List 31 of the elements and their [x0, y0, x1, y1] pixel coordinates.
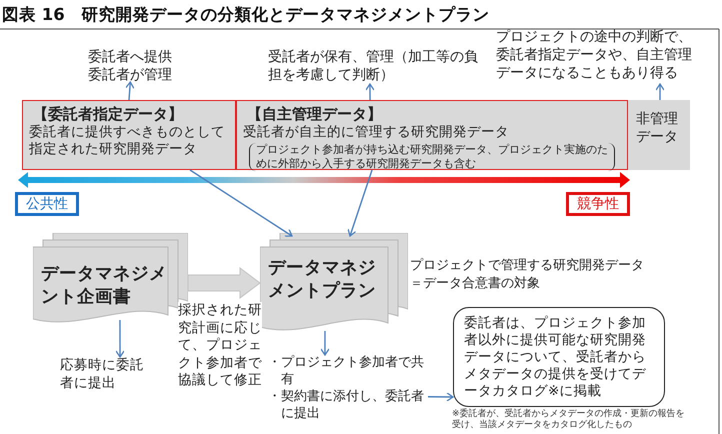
arrow	[190, 169, 293, 237]
footnote: ※委託者が、受託者からメタデータの作成・更新の報告を受け、当該メタデータをカタログ化したもの	[452, 409, 686, 431]
arrow	[125, 81, 134, 100]
box-heading: 【委託者指定データ】	[33, 105, 184, 124]
scale-end-box: 公共性	[15, 192, 79, 216]
arrow	[320, 331, 330, 356]
arrow	[115, 320, 125, 358]
data-category-box	[22, 100, 236, 170]
annotation-text: 受託者が保有、管理（加工等の負担を考慮して判断）	[268, 48, 483, 84]
annotation-text: 応募時に委託者に提出	[60, 357, 146, 397]
arrow	[428, 392, 454, 402]
block-arrow	[188, 266, 261, 299]
data-category-box	[236, 100, 628, 170]
bullet-item: ・契約書に添付し、委託者に提出	[268, 388, 425, 423]
bullet-item: ・プロジェクト参加者で共有	[268, 355, 425, 389]
arrow	[365, 83, 375, 100]
arrow	[347, 170, 373, 237]
annotation-text: 委託者へ提供委託者が管理	[88, 48, 178, 82]
arrow	[655, 83, 665, 100]
data-category-box: 非管理データ	[628, 100, 690, 170]
annotation-text: プロジェクトの途中の判断で、委託者指定データや、自主管理データになることもあり得る	[496, 28, 700, 84]
rounded-note-box: 委託者は、プロジェクト参加者以外に提供可能な研究開発データについて、受託者からメタデータの提供を受けてデータカタログ※に掲載	[453, 307, 665, 407]
diagram-title: 図表 16 研究開発データの分類化とデータマネジメントプラン	[2, 4, 490, 26]
scale-end-box: 競争性	[566, 192, 630, 216]
box-text: 委託者に提供すべきものとして指定された研究開発データ	[29, 124, 226, 158]
box-heading: 【自主管理データ】	[247, 105, 383, 124]
box-text: 受託者が自主的に管理する研究開発データ	[243, 124, 510, 141]
document-title: データマネジメント企画書	[41, 263, 168, 308]
bracketed-note: プロジェクト参加者が持ち込む研究開発データ、プロジェクト実施のために外部から入手する研究開発データも含む	[249, 142, 615, 172]
document-note: プロジェクトで管理する研究開発データ＝データ合意書の対象	[410, 257, 645, 292]
document-title: データマネジメントプラン	[268, 257, 377, 302]
